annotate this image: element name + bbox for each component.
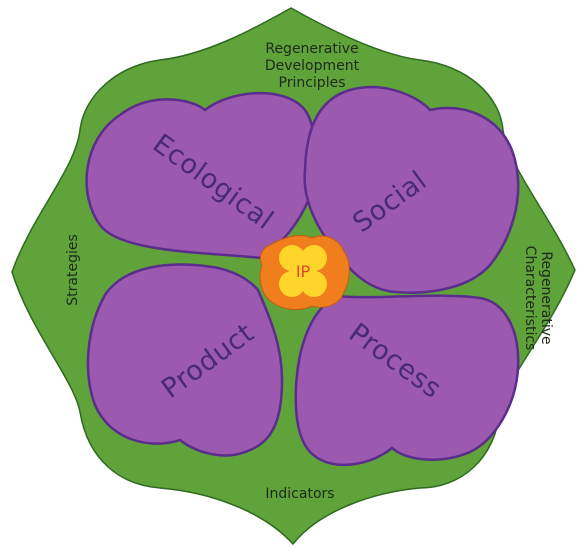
outer-label-top-line-3: Principles [279,75,346,91]
outer-label-left: Strategies [65,234,81,306]
outer-label-top-line-1: Regenerative [265,41,358,57]
petal-product[interactable] [86,263,284,457]
center-yellow-blob [279,245,327,297]
outer-label-right-line-1: Regenerative [538,251,554,344]
outer-label-right-line-2: Characteristics [522,246,538,351]
petal-social[interactable] [303,85,520,294]
center-label: IP [296,262,311,281]
petal-process[interactable] [294,294,520,467]
outer-label-top-line-2: Development [265,58,360,74]
outer-label-bottom: Indicators [265,486,334,502]
